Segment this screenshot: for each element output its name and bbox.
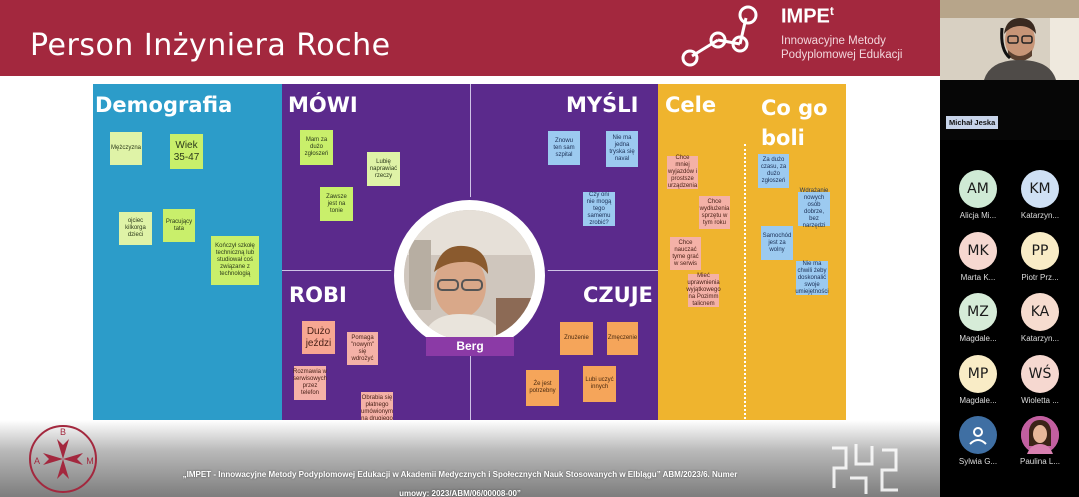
section-title-mowi: MÓWI: [288, 93, 358, 117]
sticky-note: ojciec kilkorga dzieci: [119, 212, 152, 245]
participant-name: Alicja Mi...: [959, 211, 997, 220]
sticky-note: Znowu ten sam szpital: [548, 131, 580, 165]
sticky-note: Wiek 35-47: [170, 134, 203, 169]
persona-photo: [404, 210, 535, 341]
participant-name: Magdale...: [959, 334, 997, 343]
sticky-note: Mężczyzna: [110, 132, 142, 165]
participant-initials: MK: [959, 232, 997, 270]
participant-tile[interactable]: Paulina L...: [1008, 416, 1072, 466]
sticky-note: Czy oni nie mogą tego samemu zrobić?: [583, 192, 615, 226]
participants-panel: Michał Jeska AM Alicja Mi... KM Katarzyn...…: [940, 0, 1079, 497]
participant-name: Sylwia G...: [958, 457, 998, 466]
participant-initials: MZ: [959, 293, 997, 331]
svg-text:B: B: [60, 427, 66, 437]
logo-name: IMPEt: [781, 4, 834, 28]
participant-initials: KA: [1021, 293, 1059, 331]
sticky-note: Dużo jeździ: [302, 321, 335, 354]
participant-initials: WŚ: [1021, 355, 1059, 393]
sticky-note: Mieć uprawnienia wyjątkowego na Pozimm t…: [686, 273, 721, 307]
participant-tile[interactable]: AM Alicja Mi...: [946, 170, 1010, 220]
sticky-note: Pomaga "nowym" się wdrożyć: [347, 332, 378, 365]
sticky-note: Samochód jest za wolny: [761, 226, 793, 260]
section-title-robi: ROBI: [289, 283, 347, 307]
participant-initials: PP: [1021, 232, 1059, 270]
sticky-note: Lubię naprawiać rzeczy: [367, 152, 400, 186]
sticky-note: Chce mniej wyjazdów i prostsze urządzeni…: [667, 155, 698, 189]
user-avatar-icon: [959, 416, 997, 454]
sticky-note: Za dużo czasu, za dużo zgłoszeń: [758, 154, 789, 188]
participant-tile[interactable]: MZ Magdale...: [946, 293, 1010, 343]
participant-name: Wioletta ...: [1021, 396, 1059, 405]
svg-text:A: A: [34, 456, 40, 466]
participant-name: Paulina L...: [1019, 457, 1061, 466]
participant-initials: MP: [959, 355, 997, 393]
participant-tile[interactable]: KA Katarzyn...: [1008, 293, 1072, 343]
participant-tile[interactable]: KM Katarzyn...: [1008, 170, 1072, 220]
participant-tile[interactable]: MK Marta K...: [946, 232, 1010, 282]
slide-footer: [0, 420, 940, 497]
sticky-note: Zawsze jest na tonie: [320, 187, 353, 221]
partner-logo-icon: [832, 444, 898, 494]
slide-title: Person Inżyniera Roche: [30, 28, 391, 63]
speaker-name-label: Michał Jeska: [946, 116, 999, 129]
shared-slide: Person Inżyniera Roche IMPEt Innowacyjne…: [0, 0, 940, 497]
section-title-cele: Cele: [665, 93, 717, 117]
sticky-note: Wdrażanie nowych osób dobrze, bez narzęd…: [798, 188, 830, 229]
section-title-demografia: Demografia: [95, 93, 233, 117]
sticky-note: Pracujący tata: [163, 209, 195, 242]
sticky-note: Kończył szkołę techniczną lub studiował …: [211, 236, 259, 285]
persona-board: Demografia MÓWI MYŚLI ROBI CZUJE Cele Co…: [93, 84, 846, 441]
section-title-czuje: CZUJE: [583, 283, 653, 307]
participant-initials: KM: [1021, 170, 1059, 208]
divider: [744, 144, 746, 439]
sticky-note: Chce nauczać tyme grać w serwis: [670, 237, 701, 270]
participant-tile[interactable]: WŚ Wioletta ...: [1008, 355, 1072, 405]
participant-name: Katarzyn...: [1020, 211, 1060, 220]
participant-name: Marta K...: [960, 273, 996, 282]
logo-subtitle: Innowacyjne Metody Podyplomowej Edukacji: [781, 35, 903, 61]
sticky-note: Mam za dużo zgłoszeń: [300, 130, 333, 165]
sticky-note: Rozmawia w serwisowych przez telefon: [293, 366, 327, 400]
sticky-note: Że jest potrzebny: [526, 370, 559, 406]
sticky-note: Lubi uczyć innych: [583, 366, 616, 402]
sticky-note: Nie ma jedna tryska się naval: [606, 131, 638, 167]
participant-tile[interactable]: Sylwia G...: [946, 416, 1010, 466]
molecule-logo-icon: [681, 5, 758, 67]
participant-name: Katarzyn...: [1020, 334, 1060, 343]
speaker-area: [940, 80, 1079, 140]
slide-header: Person Inżyniera Roche IMPEt Innowacyjne…: [0, 0, 940, 76]
participant-name: Piotr Prz...: [1021, 273, 1059, 282]
sticky-note: Chce wydłużenia sprzętu w tym roku: [699, 196, 730, 229]
participant-initials: AM: [959, 170, 997, 208]
svg-text:M: M: [86, 456, 94, 466]
participant-name: Magdale...: [959, 396, 997, 405]
sticky-note: Nie ma chwili żeby doskonalić swoje umie…: [795, 260, 829, 295]
sticky-note: Zmęczenie: [607, 322, 638, 355]
academy-seal-logo: B A M: [29, 425, 97, 493]
speaker-video[interactable]: [940, 0, 1079, 80]
persona-name-tag: Berg: [426, 337, 514, 356]
persona-portrait-frame: [394, 200, 545, 351]
section-title-mysli: MYŚLI: [566, 93, 639, 117]
participant-tile[interactable]: PP Piotr Prz...: [1008, 232, 1072, 282]
participant-tile[interactable]: MP Magdale...: [946, 355, 1010, 405]
participant-photo: [1021, 416, 1059, 454]
footer-funding-note: „IMPET - Innowacyjne Metody Podyplomowej…: [182, 470, 738, 497]
sticky-note: Znużenie: [560, 322, 593, 355]
